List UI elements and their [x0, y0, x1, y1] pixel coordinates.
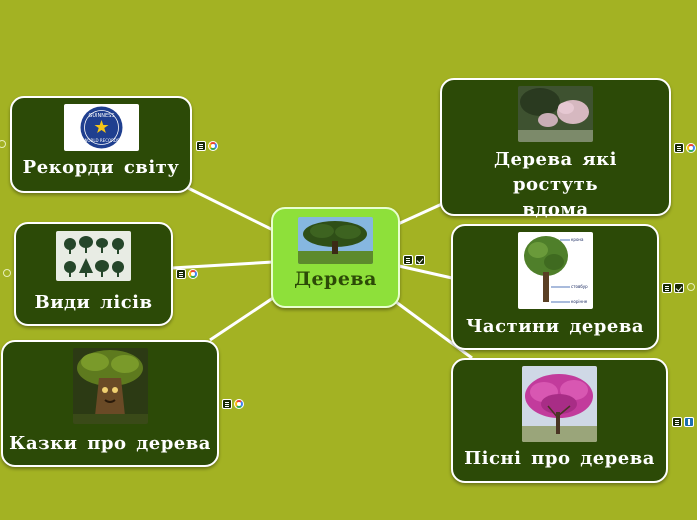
- topic-tree-parts[interactable]: крона стовбур корінне Частини дерева: [451, 224, 659, 350]
- note-icon[interactable]: [222, 399, 232, 409]
- link-house-trees: [398, 204, 442, 224]
- trunk-label: стовбур: [571, 284, 588, 289]
- oak-tree-image: [298, 217, 373, 264]
- collapse-toggle[interactable]: [3, 269, 11, 277]
- topic-label: Дерева які ростуть вдома: [476, 147, 636, 222]
- topic-icons: [222, 398, 244, 409]
- google-search-icon[interactable]: [188, 269, 198, 279]
- tree-silhouettes-image: [56, 231, 131, 281]
- topic-label: Пісні про дерева: [464, 446, 655, 471]
- topic-icons: [672, 416, 694, 427]
- link-tales: [210, 296, 276, 340]
- task-icon[interactable]: [674, 283, 684, 293]
- topic-label: Казки про дерева: [9, 431, 211, 456]
- crown-label: крона: [571, 237, 584, 242]
- link-parts: [399, 266, 452, 278]
- note-icon[interactable]: [196, 141, 206, 151]
- tree-parts-diagram-image: крона стовбур корінне: [518, 232, 593, 309]
- fairy-tale-tree-image: [73, 348, 148, 424]
- central-topic[interactable]: Дерева: [271, 207, 400, 308]
- attachment-icon[interactable]: [684, 417, 694, 427]
- roots-label: корінне: [571, 299, 588, 304]
- note-icon[interactable]: [662, 283, 672, 293]
- note-icon[interactable]: [674, 143, 684, 153]
- topic-icons: [662, 282, 684, 293]
- note-icon[interactable]: [672, 417, 682, 427]
- guinness-logo-image: GUINNESS WORLD RECORDS: [64, 104, 139, 151]
- logo-top-text: GUINNESS: [88, 113, 114, 119]
- topic-label: Рекорди світу: [23, 155, 180, 180]
- google-search-icon[interactable]: [686, 143, 696, 153]
- topic-forest-types[interactable]: Види лісів: [14, 222, 173, 326]
- google-search-icon[interactable]: [234, 399, 244, 409]
- logo-bottom-text: WORLD RECORDS: [83, 138, 120, 143]
- note-icon[interactable]: [176, 269, 186, 279]
- indoor-tree-image: [518, 86, 593, 142]
- topic-tree-songs[interactable]: Пісні про дерева: [451, 358, 668, 483]
- central-topic-icons: [403, 254, 425, 265]
- topic-world-records[interactable]: GUINNESS WORLD RECORDS Рекорди світу: [10, 96, 192, 193]
- task-icon[interactable]: [415, 255, 425, 265]
- topic-tree-tales[interactable]: Казки про дерева: [1, 340, 219, 467]
- topic-label: Частини дерева: [466, 314, 644, 339]
- topic-icons: [674, 142, 696, 153]
- topic-icons: [196, 140, 218, 151]
- collapse-toggle[interactable]: [687, 283, 695, 291]
- central-topic-label: Дерева: [294, 267, 377, 292]
- blossom-tree-image: [522, 366, 597, 442]
- link-records: [188, 188, 277, 232]
- google-search-icon[interactable]: [208, 141, 218, 151]
- topic-label: Види лісів: [34, 290, 152, 315]
- topic-icons: [176, 268, 198, 279]
- note-icon[interactable]: [403, 255, 413, 265]
- topic-house-trees[interactable]: Дерева які ростуть вдома: [440, 78, 671, 216]
